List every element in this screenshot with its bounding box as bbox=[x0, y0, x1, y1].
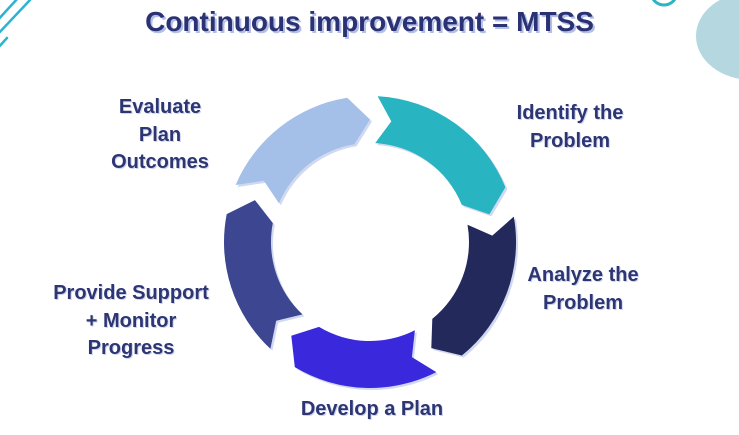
label-identify-the-problem: Identify the Problem bbox=[516, 102, 624, 152]
cycle-segment-identify-the-problem bbox=[375, 96, 506, 215]
cycle-segment-analyze-the-problem bbox=[431, 216, 517, 356]
cycle-segment-evaluate-plan-outcomes bbox=[235, 97, 370, 204]
blob-decoration bbox=[696, 0, 739, 79]
label-evaluate-plan-outcomes: Evaluate Plan Outcomes bbox=[111, 96, 209, 174]
label-develop-a-plan: Develop a Plan bbox=[300, 398, 444, 420]
cycle-segment-develop-a-plan bbox=[291, 326, 437, 388]
cycle-segment-provide-support-monitor-progress bbox=[223, 200, 303, 349]
label-analyze-the-problem: Analyze the Problem bbox=[527, 264, 639, 314]
page-title: Continuous improvement = MTSS bbox=[145, 6, 594, 37]
diagonal-lines-decoration bbox=[0, 0, 32, 48]
small-circle-decoration bbox=[651, 0, 677, 7]
label-provide-support-monitor-progress: Provide Support + Monitor Progress bbox=[53, 282, 209, 360]
